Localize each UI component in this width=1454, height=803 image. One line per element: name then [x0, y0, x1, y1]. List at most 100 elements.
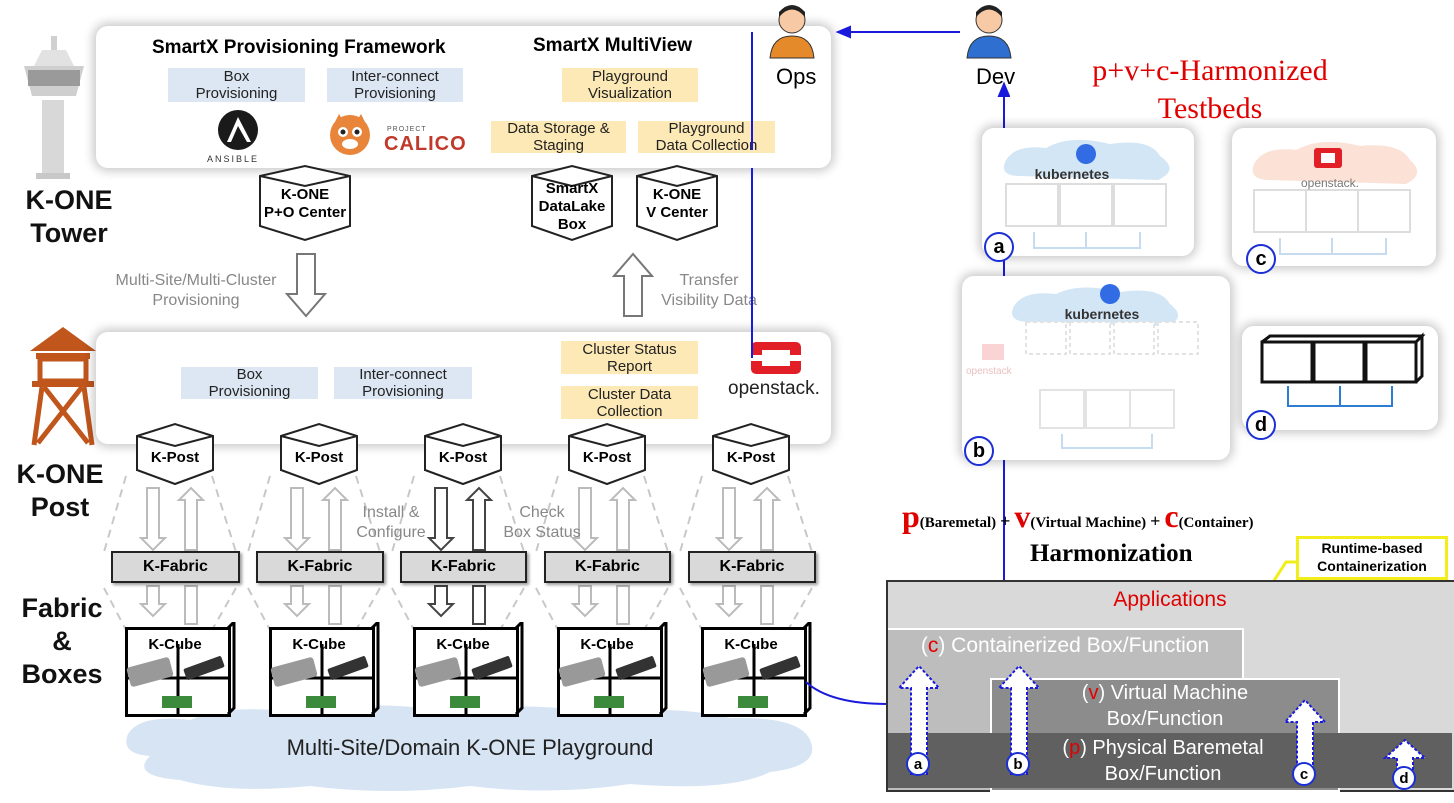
- containerized-c: c: [927, 634, 939, 657]
- kfabric-4: K-Fabric: [544, 551, 671, 583]
- visibility-up-arrow: [612, 252, 654, 317]
- tower-side-label: K-ONE Tower: [25, 185, 113, 248]
- v-letter: v: [1014, 498, 1031, 534]
- dev-person-icon: [966, 5, 1012, 59]
- vm-v: v: [1088, 682, 1099, 704]
- calico-small-text: PROJECT: [387, 126, 427, 133]
- datalake-box: [531, 164, 613, 242]
- kfabric-1: K-Fabric: [111, 551, 240, 583]
- vm-text-2: Box/Function: [1106, 708, 1224, 730]
- phys-text: Physical Baremetal: [1086, 737, 1264, 759]
- c-letter: c: [1164, 498, 1179, 534]
- playground-cloud: [126, 705, 813, 791]
- testbed-d-graphic: [1260, 332, 1426, 407]
- calico-cat-icon: [330, 114, 370, 155]
- arrow-badge-a: a: [906, 752, 930, 776]
- applications-label: Applications: [1113, 588, 1227, 611]
- openstack-label-c: openstack.: [1300, 176, 1360, 190]
- kubernetes-label-b: kubernetes: [1064, 306, 1140, 322]
- post-box-provisioning: Box Provisioning: [181, 366, 318, 400]
- watchtower-icon: [30, 327, 96, 446]
- playground-label: Multi-Site/Domain K-ONE Playground: [286, 735, 654, 760]
- v-center-label: K-ONE V Center: [646, 186, 708, 221]
- phys-p: p: [1069, 737, 1081, 759]
- provision-down-arrow: [285, 253, 327, 318]
- badge-c: c: [1246, 244, 1276, 274]
- tower-interconnect-provisioning: Inter-connect Provisioning: [327, 68, 463, 102]
- containerized-label: (c) Containerized Box/Function: [920, 634, 1210, 657]
- badge-b: b: [964, 436, 994, 466]
- kpost-1: K-Post: [150, 449, 200, 466]
- openstack-faint-label: openstack: [966, 366, 1012, 377]
- kubernetes-label-a: kubernetes: [1034, 166, 1110, 182]
- fabric-side-label: Fabric & Boxes: [21, 593, 103, 689]
- harmonized-testbeds-title: p+v+c-Harmonized Testbeds: [1092, 54, 1328, 125]
- ops-person-icon: [769, 5, 815, 59]
- blue-connector-lines: [751, 25, 1010, 705]
- arrow-badge-d: d: [1392, 766, 1416, 790]
- cluster-status-report: Cluster Status Report: [561, 341, 698, 375]
- v-text: (Virtual Machine): [1030, 515, 1147, 531]
- kcube-3-label: K-Cube: [436, 636, 490, 653]
- vm-text: Virtual Machine: [1105, 682, 1249, 704]
- arrow-badge-c: c: [1292, 762, 1316, 786]
- framework-title: SmartX Provisioning Framework: [152, 37, 446, 58]
- check-box-status-label: Check Box Status: [503, 504, 581, 541]
- badge-a: a: [984, 232, 1014, 262]
- kfabric-3: K-Fabric: [400, 551, 527, 583]
- kpost-2: K-Post: [294, 449, 344, 466]
- po-center-box: [259, 164, 351, 242]
- phys-text-2: Box/Function: [1104, 763, 1222, 785]
- cube-hardware-icons: [126, 622, 812, 716]
- testbed-c-graphic: [1252, 141, 1418, 255]
- ansible-text: ANSIBLE: [207, 154, 260, 164]
- po-center-label: K-ONE P+O Center: [263, 186, 347, 221]
- p-letter: p: [902, 498, 920, 534]
- ops-label: Ops: [776, 64, 817, 89]
- plus-2: +: [1150, 511, 1161, 531]
- testbed-a-graphic: [1003, 139, 1170, 249]
- badge-d: d: [1246, 410, 1276, 440]
- transfer-visibility-label: Transfer Visibility Data: [661, 272, 757, 309]
- containerized-text: Containerized Box/Function: [945, 634, 1210, 657]
- layer-arrows: [896, 664, 1428, 775]
- dev-label: Dev: [976, 64, 1016, 89]
- kcube-1-label: K-Cube: [148, 636, 202, 653]
- multisite-provisioning-label: Multi-Site/Multi-Cluster Provisioning: [115, 272, 277, 309]
- physical-layer: [888, 733, 1452, 788]
- v-center-box: [636, 164, 718, 242]
- pvc-formula: p(Baremetal) + v(Virtual Machine) + c(Co…: [902, 498, 1362, 535]
- calico-text: CALICO: [384, 133, 467, 155]
- cluster-data-collection: Cluster Data Collection: [561, 386, 698, 420]
- control-tower-icon: [24, 36, 84, 179]
- kpost-hexes: [136, 422, 790, 486]
- tower-box-provisioning: Box Provisioning: [168, 68, 305, 102]
- playground-visualization: Playground Visualization: [562, 68, 698, 102]
- kcube-5-label: K-Cube: [724, 636, 778, 653]
- p-text: (Baremetal): [919, 515, 997, 531]
- kpost-3: K-Post: [438, 449, 488, 466]
- multiview-title: SmartX MultiView: [533, 35, 693, 56]
- install-configure-label: Install & Configure: [356, 504, 426, 541]
- kpost-4: K-Post: [582, 449, 632, 466]
- kpost-5: K-Post: [726, 449, 776, 466]
- arrow-badge-b: b: [1006, 752, 1030, 776]
- ansible-logo-icon: [218, 110, 258, 150]
- openstack-logo-icon: [751, 342, 801, 374]
- testbed-b-graphic: [982, 284, 1199, 449]
- column-connectors: [103, 475, 813, 631]
- kcube-2-label: K-Cube: [292, 636, 346, 653]
- c-text: (Container): [1178, 515, 1254, 531]
- openstack-text: openstack.: [728, 378, 820, 399]
- post-interconnect-provisioning: Inter-connect Provisioning: [334, 366, 472, 400]
- post-side-label: K-ONE Post: [16, 459, 104, 522]
- plus-1: +: [1000, 511, 1011, 531]
- kfabric-2: K-Fabric: [256, 551, 384, 583]
- runtime-containerization-callout: Runtime-based Containerization: [1296, 536, 1448, 580]
- kfabric-5: K-Fabric: [688, 551, 816, 583]
- harmonization-label: Harmonization: [1030, 540, 1193, 567]
- data-storage-staging: Data Storage & Staging: [491, 120, 626, 154]
- datalake-label: SmartX DataLake Box: [538, 180, 606, 233]
